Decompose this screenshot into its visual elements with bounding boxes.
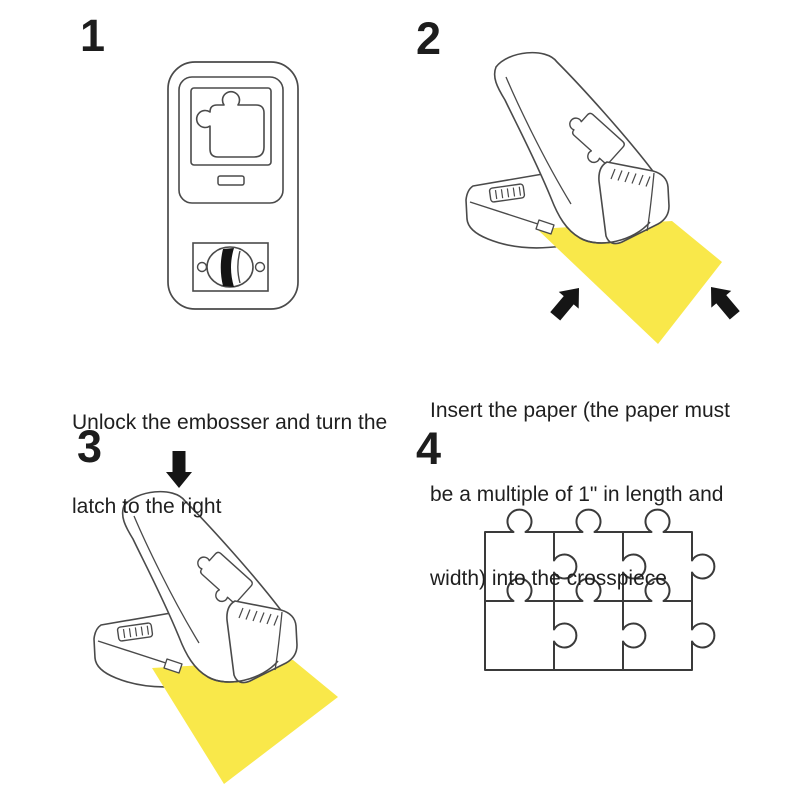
- screw-right: [254, 261, 266, 273]
- step3-caption: Press: [70, 749, 124, 800]
- caption-line: be a multiple of 1" in length and: [430, 483, 724, 506]
- puzzle-cut-line: [553, 601, 578, 670]
- caption-line: Unlock the embosser and turn the: [72, 411, 388, 434]
- screw-left: [196, 261, 208, 273]
- step2-insert-paper-illustration: [465, 51, 745, 344]
- step3-number: 3: [77, 421, 103, 472]
- step1-embosser-front-illustration: [167, 61, 299, 310]
- paper-slot: [217, 175, 245, 186]
- insert-arrow-left-icon: [545, 279, 589, 325]
- insert-arrow-right-icon: [701, 278, 745, 324]
- caption-line: latch to the right: [72, 495, 222, 518]
- step1-number: 1: [80, 10, 106, 61]
- puzzle-cut-line: [485, 577, 692, 602]
- yellow-paper-sheet: [152, 660, 338, 784]
- puzzle-cut-line: [622, 601, 647, 670]
- step2-caption: Insert the paper (the paper must be a mu…: [430, 341, 730, 649]
- step3-press-illustration: [93, 451, 338, 784]
- latch-handle-highlight: [237, 250, 241, 284]
- step4-caption: The puzzle is successfully created: [435, 749, 754, 800]
- yellow-paper-sheet: [537, 221, 722, 344]
- step4-number: 4: [416, 423, 442, 474]
- step1-caption: Unlock the embosser and turn the latch t…: [72, 353, 387, 577]
- puzzle-cut-line: [622, 532, 647, 601]
- puzzle-cut-line: [553, 532, 578, 601]
- step2-number: 2: [416, 13, 442, 64]
- puzzle-piece-die-icon: [195, 90, 265, 158]
- step4-puzzle-grid-illustration: [484, 508, 716, 671]
- caption-line: width) into the crosspiece: [430, 567, 667, 590]
- latch-handle: [220, 248, 234, 287]
- caption-line: Insert the paper (the paper must: [430, 399, 730, 422]
